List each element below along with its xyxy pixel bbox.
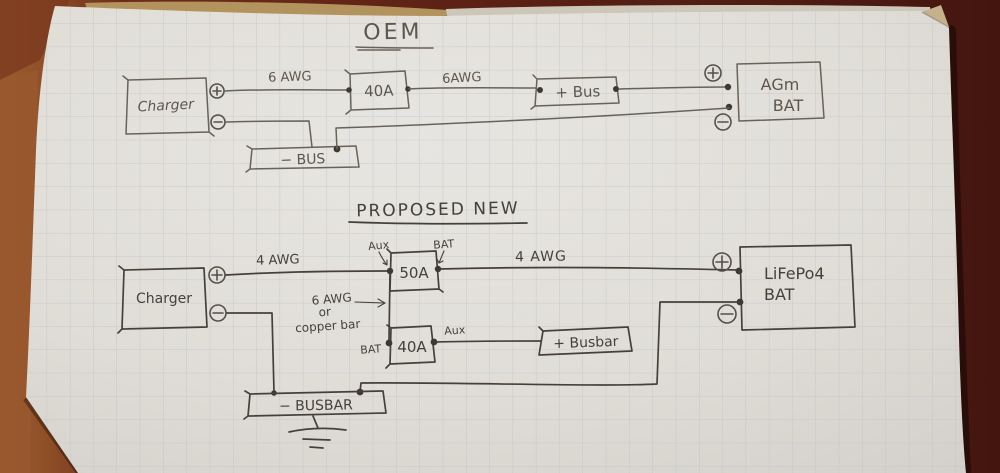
proposed-fuse-box [385, 324, 436, 369]
positive-terminal-icon [208, 266, 226, 284]
negative-terminal-icon [717, 304, 737, 324]
junction-dot [385, 339, 393, 347]
fold-crease [921, 11, 950, 28]
proposed-neg-busbar-label: − BUSBAR [279, 397, 353, 414]
oem-neg-bus-box [245, 145, 360, 173]
note-arrow-right [354, 298, 386, 308]
junction-dot [430, 338, 438, 346]
negative-terminal-icon [714, 113, 732, 131]
junction-dot [386, 267, 394, 275]
proposed-relay-aux-label: Aux [368, 238, 391, 253]
junction-dot [405, 86, 411, 92]
note-line1: 6 AWG [311, 290, 352, 307]
positive-terminal-icon [209, 83, 225, 99]
oem-section: OEM Charger 6 AWG 40A 6AWG + Bus AG [122, 19, 825, 173]
proposed-wire-relay-to-battery [439, 266, 739, 271]
proposed-wire1-label: 4 AWG [256, 252, 300, 269]
negative-terminal-icon [210, 114, 226, 130]
bat-pointer-arrow [436, 250, 445, 264]
junction-dot [735, 267, 743, 275]
oem-title: OEM [363, 19, 423, 45]
proposed-title: PROPOSED NEW [356, 199, 520, 222]
proposed-battery-line1: LiFePo4 [764, 264, 825, 283]
positive-terminal-icon [712, 252, 732, 272]
oem-pos-bus-label: + Bus [555, 82, 601, 102]
proposed-fuse-label: 40A [397, 338, 427, 356]
proposed-fuse-aux-label: Aux [444, 323, 466, 337]
oem-fuse-label: 40A [364, 81, 395, 100]
proposed-wire-charger-to-relay [225, 270, 390, 276]
paper-shadow-right [946, 25, 971, 473]
proposed-pos-busbar-box [538, 326, 633, 356]
oem-charger-label: Charger [137, 96, 195, 115]
proposed-relay-label: 50A [399, 264, 429, 282]
oem-charger-box [122, 75, 215, 137]
ground-icon [288, 415, 347, 449]
aux-pointer-arrow [378, 251, 388, 266]
proposed-title-underline [348, 221, 528, 225]
junction-dot [346, 87, 352, 93]
junction-dot [434, 265, 442, 273]
junction-dot [613, 86, 619, 92]
oem-battery-line1: AGm [761, 75, 800, 94]
oem-battery-line2: BAT [773, 96, 804, 115]
oem-wire-charger-to-fuse [224, 89, 349, 92]
folded-corner [922, 5, 949, 27]
proposed-charger-label: Charger [136, 291, 192, 307]
proposed-battery-line2: BAT [764, 285, 795, 304]
oem-wire2-label: 6AWG [442, 70, 482, 87]
note-line2: or [318, 305, 331, 320]
proposed-fuse-bat-label: BAT [360, 342, 382, 356]
junction-dot [724, 83, 732, 91]
oem-wire-bus-to-battery [618, 86, 728, 90]
proposed-pos-busbar-label: + Busbar [553, 334, 619, 352]
negative-terminal-icon [209, 304, 227, 322]
oem-wire1-label: 6 AWG [268, 69, 312, 86]
proposed-wire-charger-neg [226, 312, 275, 393]
oem-neg-bus-label: − BUS [280, 151, 326, 169]
oem-wire-fuse-to-bus [408, 87, 537, 90]
proposed-section: PROPOSED NEW Charger 4 AWG 50A Aux BAT 4… [117, 199, 856, 449]
oem-battery-box [736, 61, 825, 122]
oem-wire-charger-neg [225, 120, 313, 148]
proposed-wire-battery-neg [359, 301, 741, 393]
oem-wire-bus-to-battery-neg [335, 107, 730, 150]
proposed-relay-bat-label: BAT [433, 237, 455, 251]
positive-terminal-icon [704, 64, 722, 82]
proposed-charger-box [117, 265, 208, 334]
note-line3: copper bar [295, 317, 361, 336]
oem-pos-bus-box [530, 74, 620, 110]
proposed-neg-busbar-box [243, 390, 387, 420]
oem-fuse-box [344, 69, 410, 115]
oem-title-underline [355, 46, 434, 51]
junction-dot [537, 87, 543, 93]
proposed-wire-relay-to-fuse [388, 273, 391, 341]
proposed-wire-fuse-to-busbar [435, 340, 542, 343]
proposed-wire2-label: 4 AWG [515, 249, 567, 266]
